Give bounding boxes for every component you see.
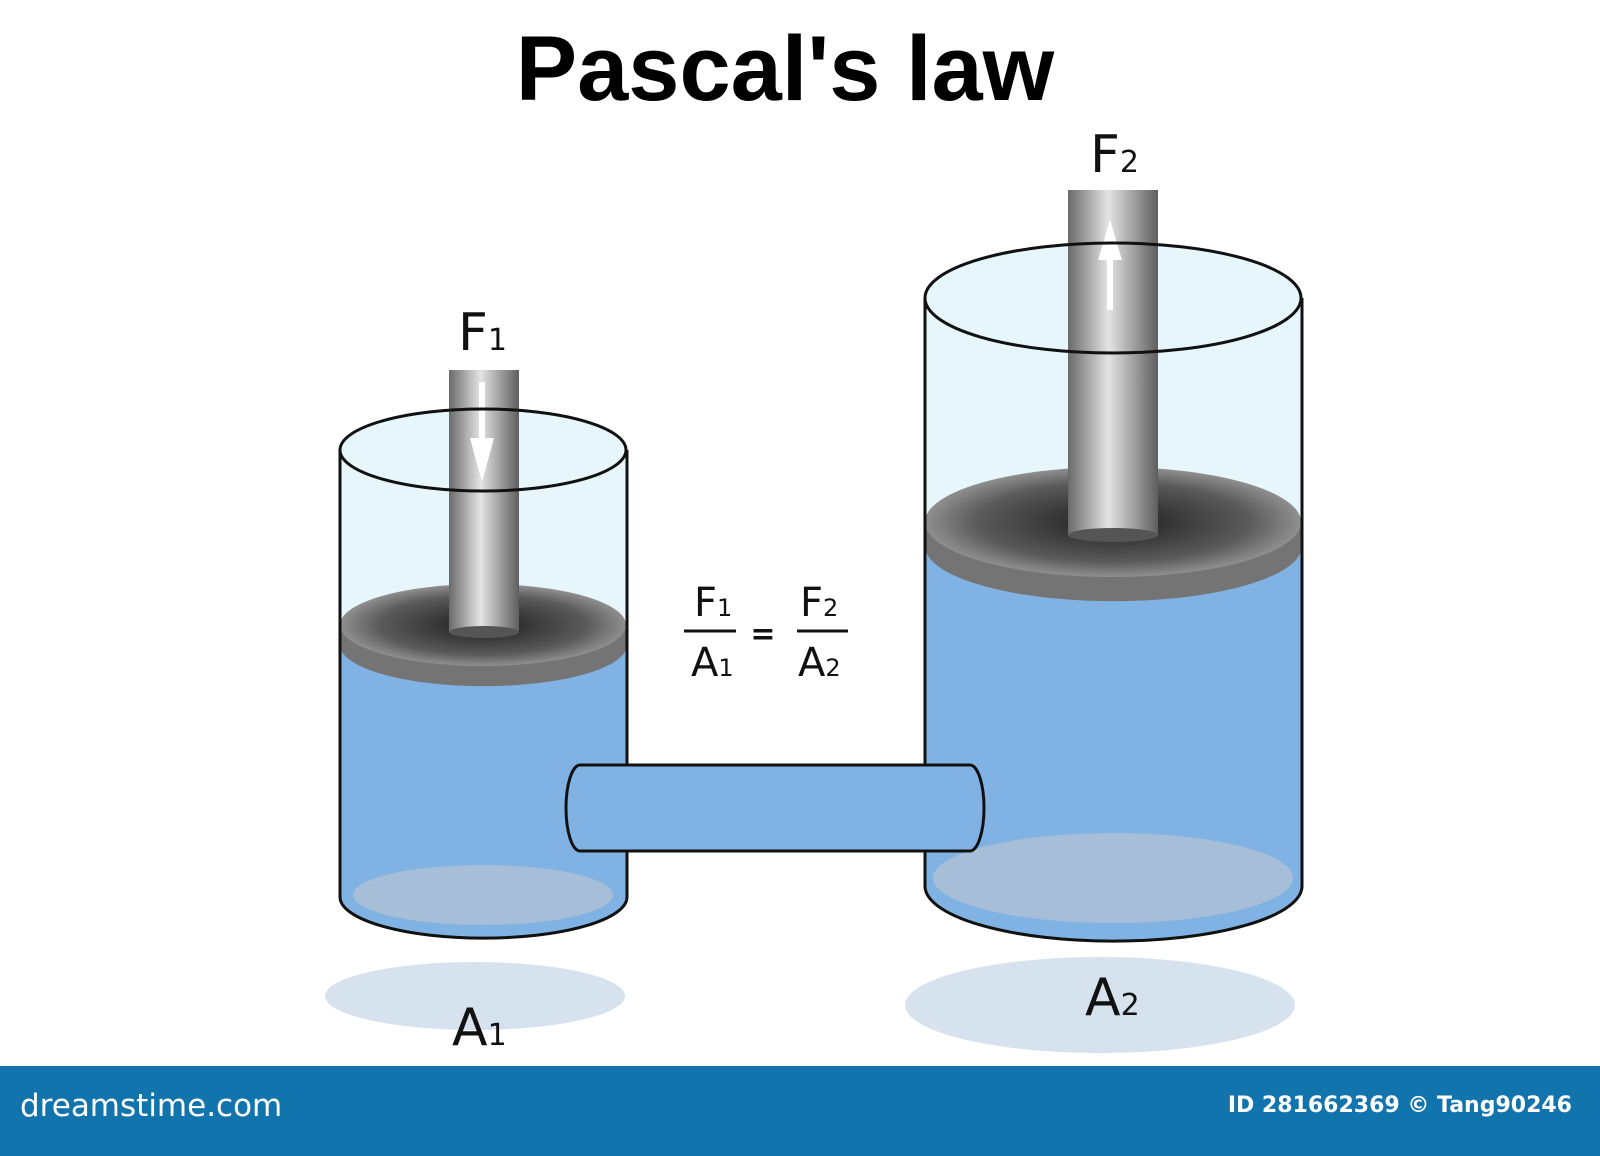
large-rod-foot [1068, 528, 1158, 542]
area-label-a2: A2 [1085, 968, 1140, 1028]
force-label-f2: F2 [1090, 125, 1139, 185]
area-label-a1: A1 [452, 998, 507, 1058]
arrow-down-icon [470, 382, 494, 482]
pascals-law-diagram: Pascal's law [325, 18, 1304, 1058]
small-cylinder-rim [338, 407, 628, 493]
large-cylinder-bottom [933, 833, 1293, 923]
small-rod-foot [449, 626, 519, 638]
formula-right-denominator: A2 [798, 640, 841, 686]
footer-bar: dreamstime.com ID 281662369 © Tang90246 [0, 1066, 1600, 1156]
area-ellipse-small [325, 962, 625, 1030]
page-title: Pascal's law [516, 18, 1055, 120]
large-cylinder [923, 190, 1304, 943]
force-label-f1: F1 [458, 303, 507, 363]
large-cylinder-outline [923, 298, 1304, 943]
small-cylinder-water [340, 645, 627, 939]
formula-left-numerator: F1 [694, 580, 732, 626]
small-cylinder [338, 370, 629, 940]
arrow-up-icon [1098, 220, 1122, 310]
footer-credit: ID 281662369 © Tang90246 [1227, 1093, 1572, 1118]
large-cylinder-rim [923, 241, 1303, 355]
connecting-pipe [564, 763, 986, 853]
small-cylinder-outline [338, 450, 629, 940]
small-cylinder-bottom [353, 865, 613, 925]
pascal-formula: F1 A1 = F2 A2 [684, 580, 848, 686]
area-ellipse-large [905, 957, 1295, 1053]
formula-equals: = [750, 617, 775, 652]
footer-brand[interactable]: dreamstime.com [20, 1088, 283, 1124]
formula-right-numerator: F2 [800, 580, 838, 626]
formula-left-denominator: A1 [691, 640, 734, 686]
